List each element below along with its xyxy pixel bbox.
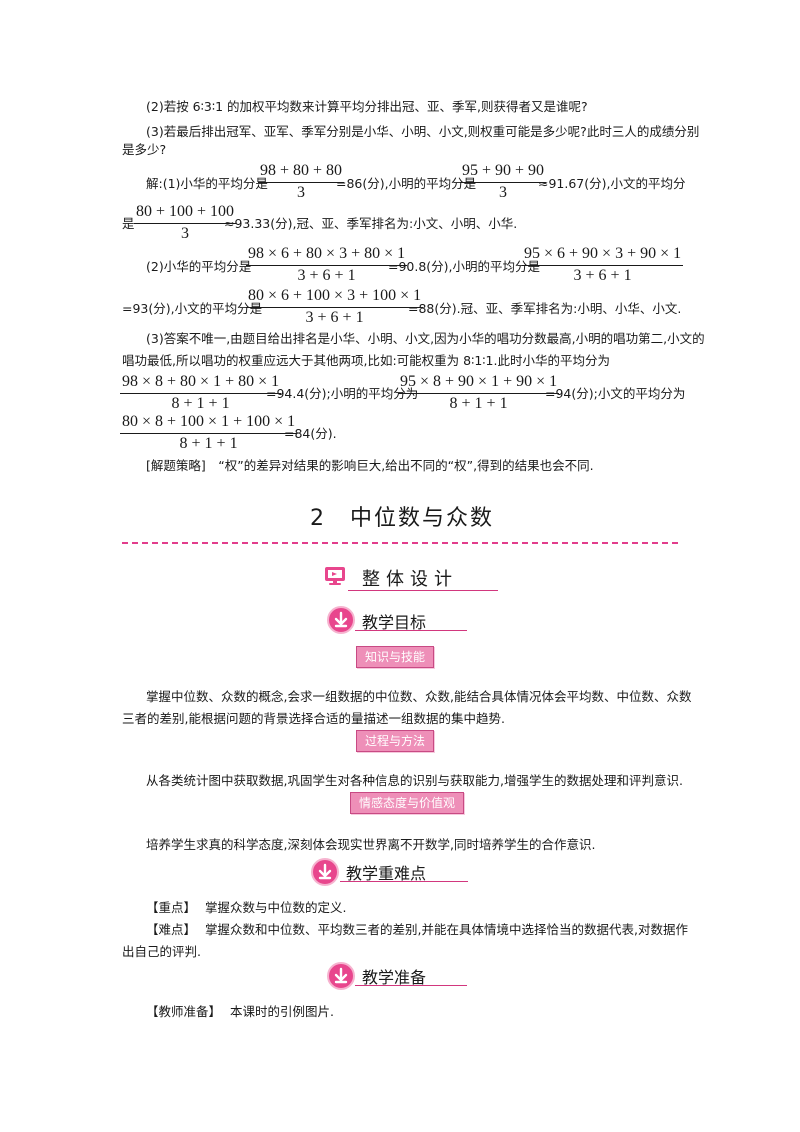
sol1-tail: ≈93.33(分),冠、亚、季军排名为:小文、小明、小华. [224,216,518,231]
sol2-mid1: =90.8(分),小明的平均分是 [388,259,541,274]
teaching-goals-title: 教学目标 [362,613,427,632]
fraction-numerator: 98 × 6 + 80 × 3 + 80 × 1 [246,245,408,266]
sol1-mid2: ≈91.67(分),小文的平均分 [538,176,686,191]
download-arrow-icon [327,962,355,990]
fraction-numerator: 80 × 6 + 100 × 3 + 100 × 1 [246,287,424,308]
fraction-numerator: 80 + 100 + 100 [134,203,237,224]
sol1-fraction-xiaohua: 98 + 80 + 80 3 [258,162,345,202]
sol2-fraction-xiaowen: 80 × 6 + 100 × 3 + 100 × 1 3 + 6 + 1 [246,287,424,327]
key-points-underline [340,881,468,882]
fraction-numerator: 80 × 8 + 100 × 1 + 100 × 1 [120,413,298,434]
monitor-icon [325,567,345,585]
fraction-denominator: 8 + 1 + 1 [179,435,238,452]
chapter-title: 2 中位数与众数 [310,506,494,531]
badge-attitude-values: 情感态度与价值观 [350,792,465,814]
question-2: (2)若按 6∶3∶1 的加权平均数来计算平均分排出冠、亚、季军,则获得者又是谁… [146,99,588,114]
question-3-line2: 是多少? [122,142,167,157]
section-overall-underline [348,590,498,591]
difficulty-text-line1: 掌握众数和中位数、平均数三者的差别,并能在具体情境中选择恰当的数据代表,对数据作 [205,922,688,937]
teaching-goals-underline [355,630,467,631]
sol3-mid1: =94.4(分);小明的平均分为 [266,386,419,401]
fraction-numerator: 98 + 80 + 80 [258,162,345,183]
fraction-numerator: 95 × 8 + 90 × 1 + 90 × 1 [398,373,560,394]
sol3-tail: =84(分). [284,426,337,441]
fraction-denominator: 3 + 6 + 1 [573,267,632,284]
sol2-fraction-xiaohua: 98 × 6 + 80 × 3 + 80 × 1 3 + 6 + 1 [246,245,408,285]
fraction-denominator: 3 [297,184,306,201]
goals-text3: 培养学生求真的科学态度,深刻体会现实世界离不开数学,同时培养学生的合作意识. [146,837,596,852]
sol2-tail: =88(分).冠、亚、季军排名为:小明、小华、小文. [408,301,682,316]
question-3-line1: (3)若最后排出冠军、亚军、季军分别是小华、小明、小文,则权重可能是多少呢?此时… [146,124,700,139]
key-label: 【重点】 [146,900,197,915]
goals-text1-line2: 三者的差别,能根据问题的背景选择合适的量描述一组数据的集中趋势. [122,711,505,726]
sol3-line2: 唱功最低,所以唱功的权重应远大于其他两项,比如:可能权重为 8∶1∶1.此时小华… [122,353,610,368]
key-text: 掌握众数与中位数的定义. [205,900,347,915]
strategy-note: [解题策略] “权”的差异对结果的影响巨大,给出不同的“权”,得到的结果也会不同… [146,458,594,473]
sol3-fraction-xiaoming: 95 × 8 + 90 × 1 + 90 × 1 8 + 1 + 1 [398,373,560,413]
chapter-divider [122,542,678,544]
download-arrow-icon [327,606,355,634]
preparation-text: 本课时的引例图片. [230,1004,334,1019]
difficulty-label: 【难点】 [146,922,197,937]
fraction-numerator: 98 × 8 + 80 × 1 + 80 × 1 [120,373,282,394]
fraction-denominator: 3 [181,225,190,242]
sol2-prefix: (2)小华的平均分是 [146,259,252,274]
sol3-line1: (3)答案不唯一,由题目给出排名是小华、小明、小文,因为小华的唱功分数最高,小明… [146,331,705,346]
fraction-denominator: 3 + 6 + 1 [305,309,364,326]
fraction-denominator: 3 + 6 + 1 [297,267,356,284]
preparation-label: 【教师准备】 [146,1004,222,1019]
sol1-prefix: 解:(1)小华的平均分是 [146,176,268,191]
fraction-denominator: 8 + 1 + 1 [449,395,508,412]
sol1-fraction-xiaowen: 80 + 100 + 100 3 [134,203,237,243]
key-points-title: 教学重难点 [346,864,427,883]
sol1-fraction-xiaoming: 95 + 90 + 90 3 [460,162,547,202]
sol2-line2-prefix: =93(分),小文的平均分是 [122,301,263,316]
preparation-underline [355,985,467,986]
difficulty-text-line2: 出自己的评判. [122,944,201,959]
sol3-fraction-xiaowen: 80 × 8 + 100 × 1 + 100 × 1 8 + 1 + 1 [120,413,298,453]
sol3-fraction-xiaohua: 98 × 8 + 80 × 1 + 80 × 1 8 + 1 + 1 [120,373,282,413]
download-arrow-icon [311,858,339,886]
fraction-denominator: 8 + 1 + 1 [171,395,230,412]
fraction-numerator: 95 + 90 + 90 [460,162,547,183]
badge-process-method: 过程与方法 [356,730,435,752]
section-overall-title: 整体设计 [362,569,458,590]
fraction-denominator: 3 [499,184,508,201]
badge-knowledge-skills: 知识与技能 [356,646,435,668]
goals-text2: 从各类统计图中获取数据,巩固学生对各种信息的识别与获取能力,增强学生的数据处理和… [146,773,683,788]
sol3-mid2: =94(分);小文的平均分为 [545,386,686,401]
sol1-line2-prefix: 是 [122,216,135,231]
goals-text1-line1: 掌握中位数、众数的概念,会求一组数据的中位数、众数,能结合具体情况体会平均数、中… [146,689,692,704]
sol2-fraction-xiaoming: 95 × 6 + 90 × 3 + 90 × 1 3 + 6 + 1 [522,245,684,285]
sol1-mid1: =86(分),小明的平均分是 [336,176,477,191]
preparation-title: 教学准备 [362,968,427,987]
fraction-numerator: 95 × 6 + 90 × 3 + 90 × 1 [522,245,684,266]
